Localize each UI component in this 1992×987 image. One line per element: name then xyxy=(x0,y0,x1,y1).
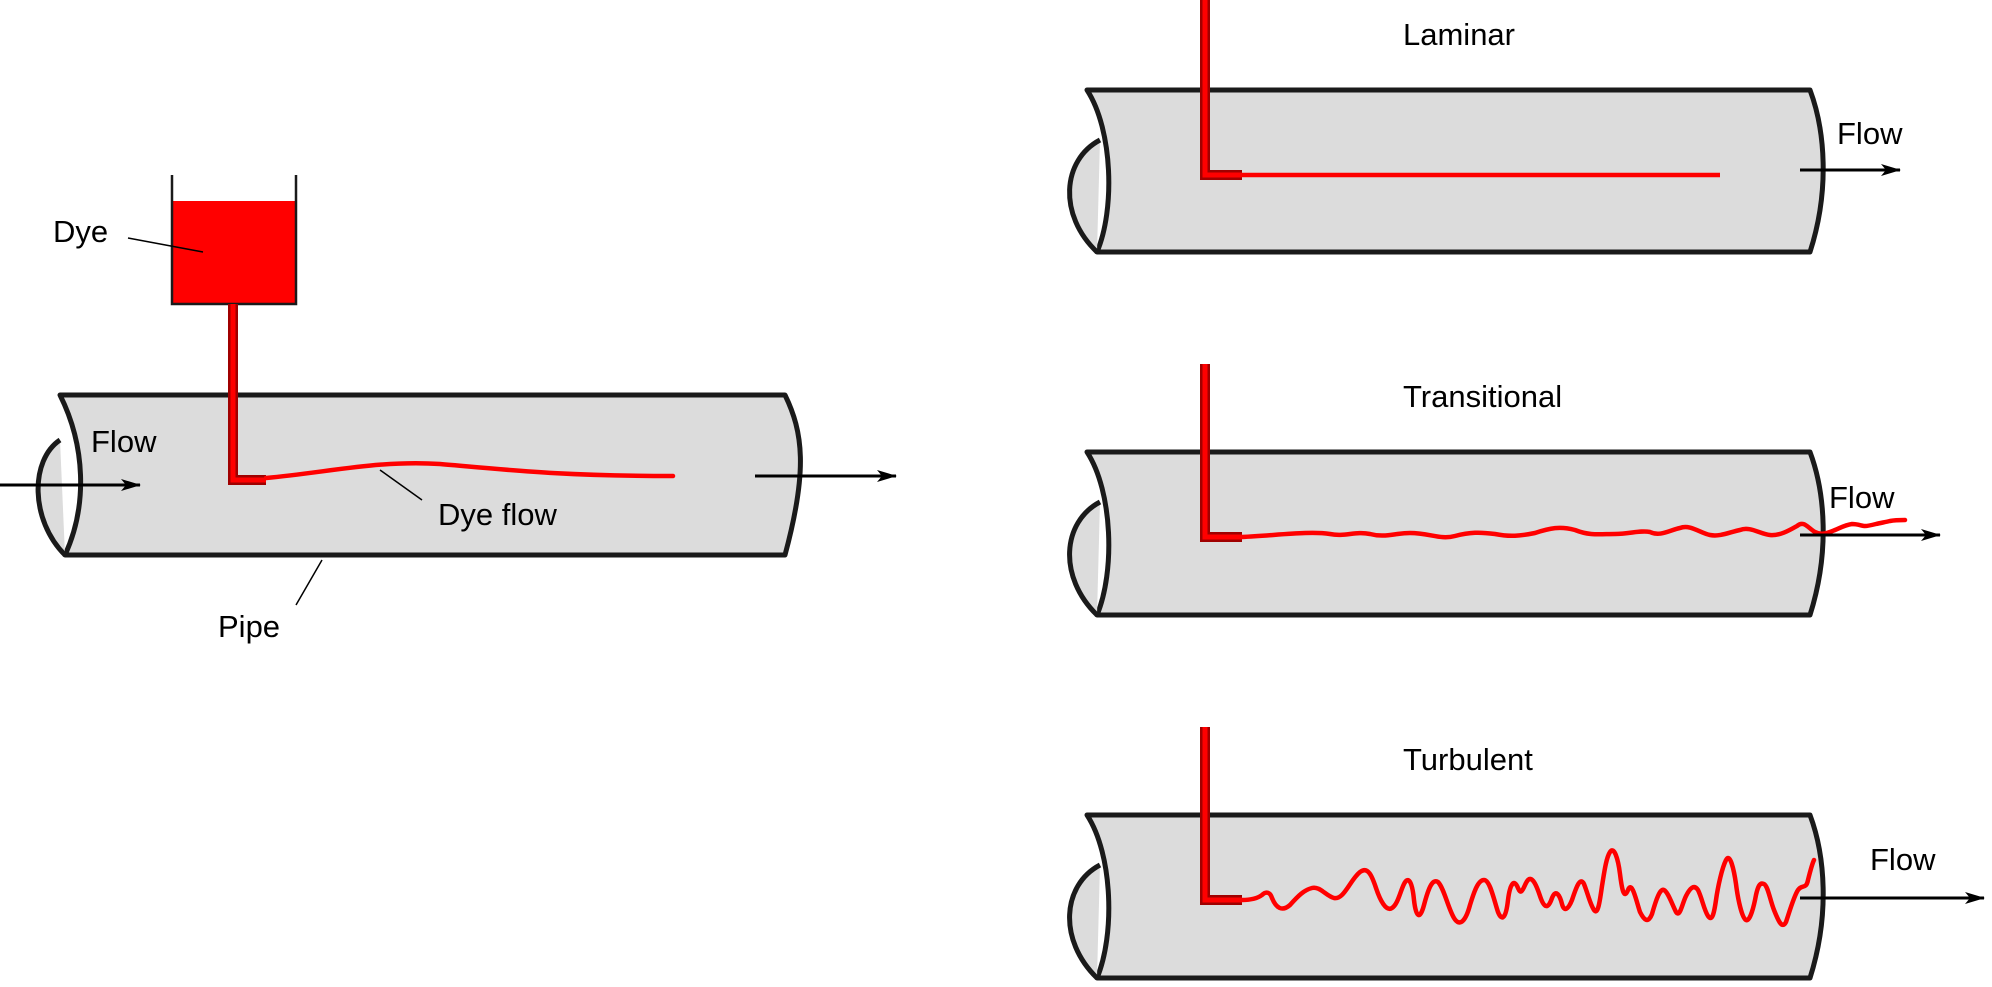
dye-stream-line xyxy=(1239,848,1817,928)
pipe-label: Pipe xyxy=(218,609,280,644)
transitional-panel: Transitional Flow xyxy=(1067,364,1941,618)
regime-title: Transitional xyxy=(1403,379,1562,414)
pipe-inlet-end xyxy=(1067,137,1102,254)
dye-fill xyxy=(172,201,296,304)
laminar-panel: Laminar Flow xyxy=(1067,0,1903,255)
flow-label: Flow xyxy=(1837,116,1903,151)
regime-title: Laminar xyxy=(1403,17,1515,52)
regime-title: Turbulent xyxy=(1403,742,1533,777)
dye-stream-line xyxy=(263,460,676,481)
dye-injection-tube-core xyxy=(1202,727,1242,903)
dye-leader-line xyxy=(127,237,204,253)
inlet-flow-label: Flow xyxy=(91,424,157,459)
pipe-body xyxy=(1084,812,1826,981)
pipe-inlet-end xyxy=(1067,862,1102,980)
dye-injection-tube-core xyxy=(1202,0,1242,178)
pipe-body xyxy=(57,392,803,558)
turbulent-panel: Turbulent Flow xyxy=(1067,727,1985,981)
pipe-inlet-end xyxy=(35,437,67,557)
pipe-inlet-end xyxy=(1067,499,1102,617)
pipe-leader-line xyxy=(295,559,323,606)
apparatus-diagram: Dye Flow Dye flow Pipe xyxy=(0,175,897,644)
dye-injection-tube-core xyxy=(230,304,266,483)
dye-flow-label: Dye flow xyxy=(438,497,557,532)
pipe-body xyxy=(1084,87,1826,255)
dye-injection-tube-core xyxy=(1202,364,1242,540)
dye-stream-line xyxy=(1239,517,1908,540)
dye-flow-leader-line xyxy=(379,469,423,501)
flow-label: Flow xyxy=(1870,842,1936,877)
flow-label: Flow xyxy=(1829,480,1895,515)
pipe-body xyxy=(1084,449,1826,618)
dye-label: Dye xyxy=(53,214,108,249)
